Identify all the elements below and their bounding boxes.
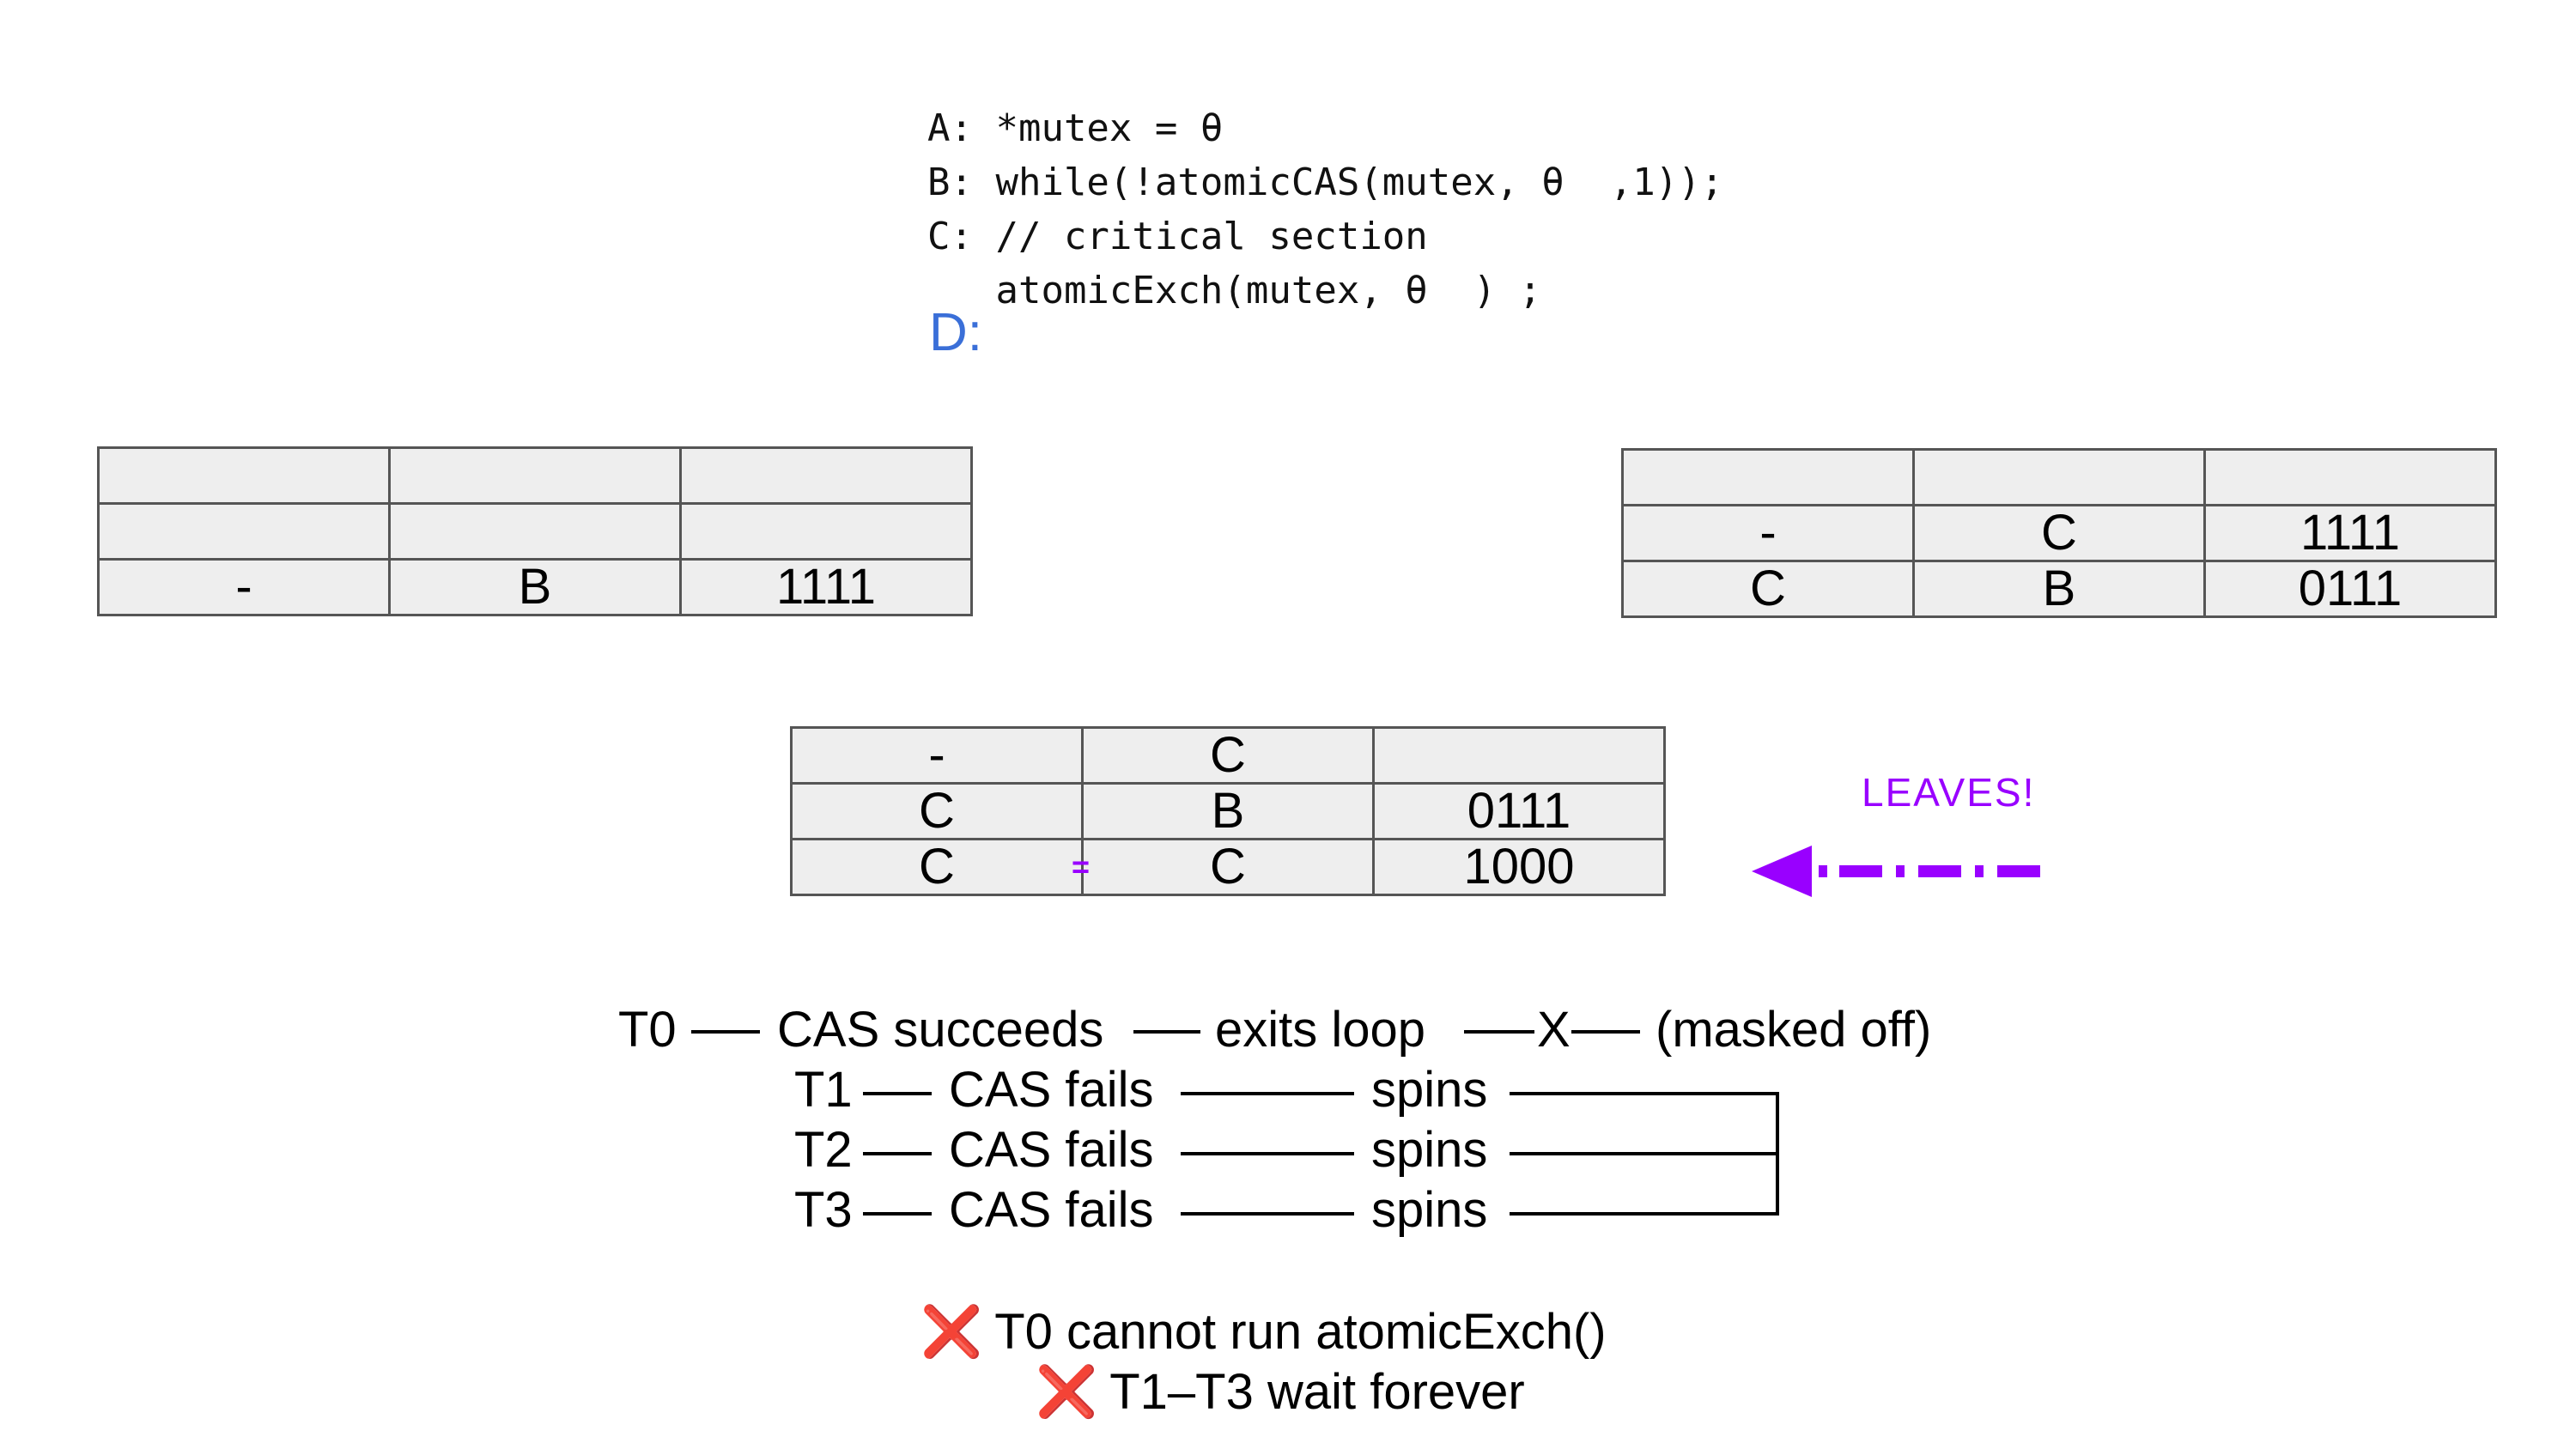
connector-line [1133,1030,1200,1034]
connector-line [1571,1030,1640,1034]
cell [679,502,973,561]
cell [2203,448,2497,506]
cell: 0111 [1372,782,1666,840]
t3-step1: CAS fails [949,1182,1154,1238]
bracket-line [1776,1092,1779,1216]
t3-step2: spins [1371,1182,1488,1238]
t2-label: T2 [794,1122,853,1178]
t3-label: T3 [794,1182,853,1238]
t0-step3: (masked off) [1656,1002,1932,1058]
connector-line [691,1030,760,1034]
d-label: D: [929,303,982,362]
cell: B [388,558,682,616]
connector-line [1510,1092,1779,1095]
t2-step1: CAS fails [949,1122,1154,1178]
connector-line [863,1092,932,1095]
t2-step2: spins [1371,1122,1488,1178]
code-line-a: A: *mutex = θ [927,106,1224,150]
conclusion-text: T0 cannot run atomicExch() [994,1304,1607,1360]
code-line-exch: atomicExch(mutex, θ ) ; [927,269,1542,312]
cell: C [1081,838,1375,896]
leaves-annotation: LEAVES! [1862,770,2036,815]
conclusion-1: ❌T0 cannot run atomicExch() [920,1303,1607,1361]
cell [1621,448,1915,506]
cell: - [790,726,1084,785]
cell [679,446,973,505]
code-line-c: C: // critical section [927,215,1428,258]
t0-mark: X [1537,1002,1571,1058]
cell [97,446,391,505]
connector-line [1181,1152,1354,1155]
cell: C [1621,560,1915,618]
cell: 1000 [1372,838,1666,896]
cell [97,502,391,561]
conclusion-text: T1–T3 wait forever [1109,1364,1525,1420]
connector-line [1510,1152,1779,1155]
cell [388,502,682,561]
connector-line [1464,1030,1534,1034]
code-line-b: B: while(!atomicCAS(mutex, θ ,1)); [927,161,1724,204]
t1-step2: spins [1371,1062,1488,1118]
dashed-arrow-left-icon [1752,846,2040,897]
connector-line [1510,1212,1779,1216]
cell: C= [790,838,1090,896]
cell-text: C [919,839,955,894]
t0-step2: exits loop [1215,1002,1426,1058]
cell: 1111 [2203,504,2497,562]
cell: B [1912,560,2206,618]
cell: - [1621,504,1915,562]
t1-step1: CAS fails [949,1062,1154,1118]
cross-mark-icon: ❌ [1036,1364,1098,1420]
cell: B [1081,782,1375,840]
cell: 0111 [2203,560,2497,618]
cell: C [790,782,1084,840]
connector-line [1181,1212,1354,1216]
connector-line [1181,1092,1354,1095]
t0-step1: CAS succeeds [777,1002,1104,1058]
t1-label: T1 [794,1062,853,1118]
code-snippet: A: *mutex = θ B: while(!atomicCAS(mutex, … [927,101,1723,318]
cell [1372,726,1666,785]
cell: C [1081,726,1375,785]
connector-line [863,1152,932,1155]
cell [388,446,682,505]
cell [1912,448,2206,506]
cell: - [97,558,391,616]
cell: 1111 [679,558,973,616]
cross-mark-icon: ❌ [920,1304,983,1360]
equal-marker: = [1071,849,1090,884]
t0-label: T0 [618,1002,677,1058]
conclusion-2: ❌T1–T3 wait forever [1036,1363,1525,1422]
cell: C [1912,504,2206,562]
connector-line [863,1212,932,1216]
